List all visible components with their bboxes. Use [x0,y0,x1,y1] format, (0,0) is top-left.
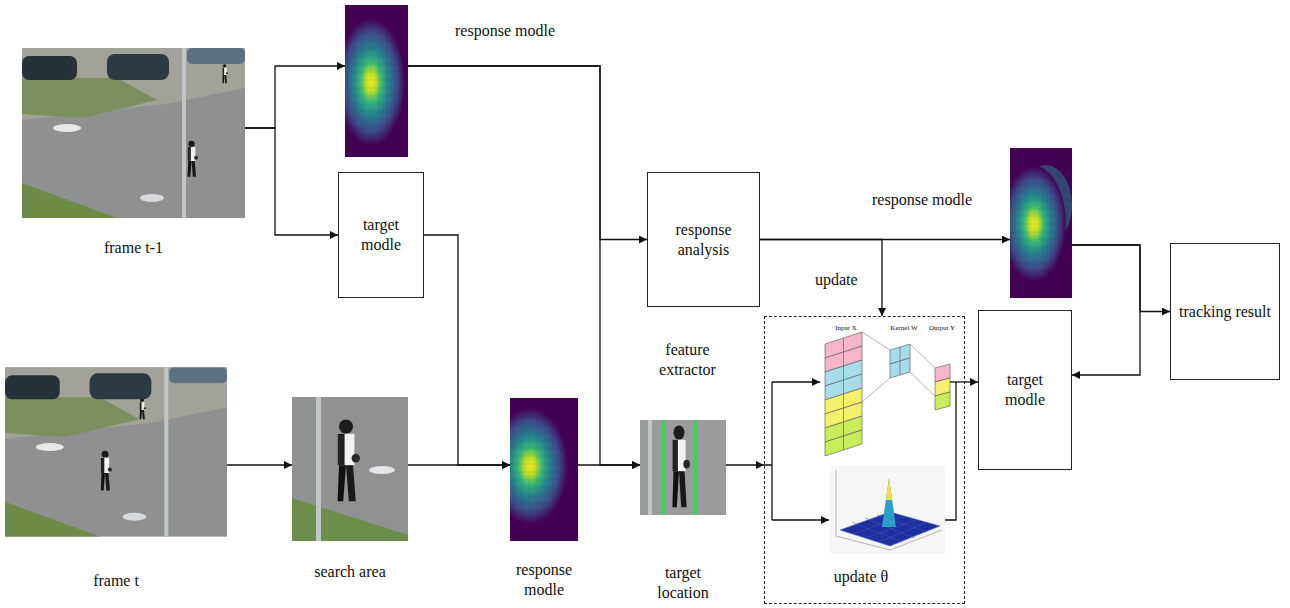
caption: response modle [502,560,586,600]
process-box: target modle [338,172,424,298]
process-box: tracking result [1170,243,1280,380]
annotation: feature extractor [640,340,735,380]
response-map: response modle [345,5,408,157]
caption: frame t [46,571,186,591]
caption: target location [647,563,719,603]
heatmap [1010,148,1072,298]
heatmap [345,5,408,157]
process-box: response analysis [647,172,760,307]
response-map: response modle [510,398,578,541]
arrow-connector [408,66,647,240]
caption: frame t-1 [64,238,204,258]
target-location-image: target location [640,420,726,515]
figure-label: Output Y [922,324,962,333]
arrow-connector [424,235,510,465]
arrow-connector [1072,245,1140,375]
search-area-photo [292,397,408,541]
arrow-connector [245,128,338,235]
arrow-connector [408,464,510,465]
arrow-connector [760,240,882,317]
update-module: update θ [764,316,965,604]
arrow-connector [965,381,978,382]
search-area-image: search area [292,397,408,541]
caption: search area [314,562,386,582]
caption: response modle [832,190,972,210]
arrow-connector [245,66,345,128]
figure-label: Kernel W [884,324,924,333]
video-frame-photo [5,367,227,536]
convolution-figure [825,332,950,456]
caption: update θ [791,567,931,587]
box-label: tracking result [1179,302,1271,322]
box-label: response analysis [656,220,751,260]
arrow-connector [408,66,640,465]
internal-wires [764,382,965,520]
process-box: target modle [978,310,1072,470]
arrow-connector [726,464,764,465]
arrow-connector [227,464,292,465]
arrow-connector [578,464,640,465]
arrow-connector [1072,245,1170,312]
figure-label: Input X [826,324,866,333]
caption: response modle [455,21,585,41]
box-label: target modle [987,370,1063,410]
surface-plot [830,466,945,554]
heatmap [510,398,578,541]
edge-label: update [813,270,860,290]
box-label: target modle [347,215,415,255]
target-location-photo [640,420,726,515]
video-frame-photo [22,48,245,218]
response-map: response modle [1010,148,1072,298]
video-frame: frame t-1 [22,48,245,218]
video-frame: frame t [5,367,227,537]
